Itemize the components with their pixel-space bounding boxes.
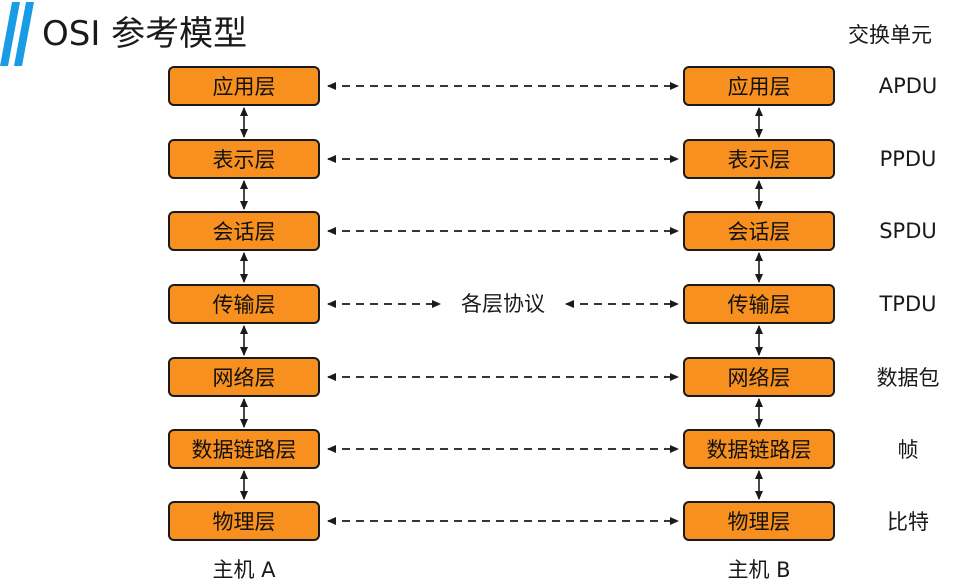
host-b-label: 主机 B <box>727 558 791 582</box>
logo-bars-icon <box>0 2 34 66</box>
host-b-layer-session: 会话层 <box>683 211 835 251</box>
host-b-layer-transport: 传输层 <box>683 284 835 324</box>
page-title: OSI 参考模型 <box>42 14 248 54</box>
host-b-layer-data-link: 数据链路层 <box>683 429 835 469</box>
host-a-layer-session: 会话层 <box>168 211 320 251</box>
host-a-layer-network: 网络层 <box>168 357 320 397</box>
peer-protocol-label: 各层协议 <box>446 288 560 320</box>
host-a-layer-application: 应用层 <box>168 66 320 106</box>
host-a-layer-transport: 传输层 <box>168 284 320 324</box>
unit-physical: 比特 <box>887 510 929 534</box>
host-b-layer-application: 应用层 <box>683 66 835 106</box>
host-b-layer-physical: 物理层 <box>683 501 835 541</box>
host-b-layer-presentation: 表示层 <box>683 139 835 179</box>
unit-presentation: PPDU <box>879 147 937 171</box>
host-a-layer-physical: 物理层 <box>168 501 320 541</box>
unit-data-link: 帧 <box>897 438 919 462</box>
unit-session: SPDU <box>879 219 937 243</box>
host-a-layer-presentation: 表示层 <box>168 139 320 179</box>
unit-column-header: 交换单元 <box>848 23 932 47</box>
host-a-label: 主机 A <box>212 558 276 582</box>
unit-application: APDU <box>878 74 938 98</box>
unit-network: 数据包 <box>876 366 940 390</box>
unit-transport: TPDU <box>879 292 937 316</box>
host-a-layer-data-link: 数据链路层 <box>168 429 320 469</box>
host-b-layer-network: 网络层 <box>683 357 835 397</box>
